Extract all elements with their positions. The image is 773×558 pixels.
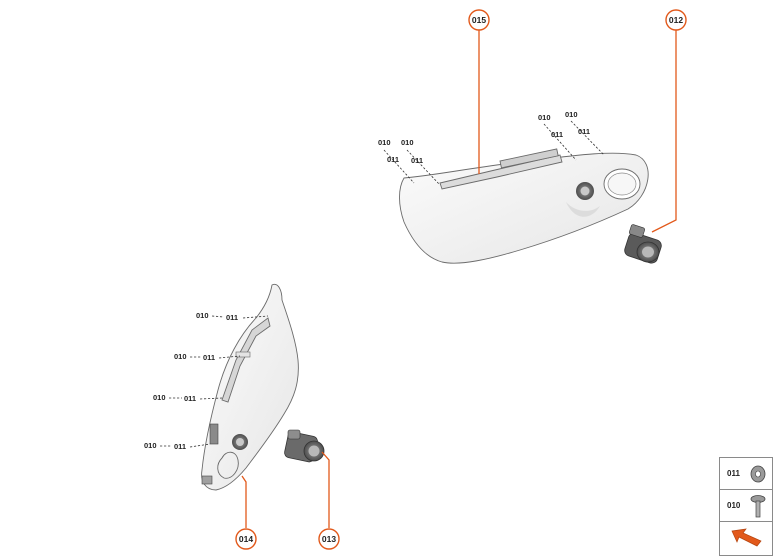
svg-text:013: 013 [322, 534, 336, 544]
legend-label-010: 010 [727, 501, 741, 510]
lower-bumper-panel [201, 283, 299, 491]
svg-text:010: 010 [153, 393, 166, 402]
parking-sensor-013 [284, 429, 325, 463]
lower-fastener-refs: 010 011 010 011 010 011 010 011 [144, 311, 269, 451]
legend-row-bolt: 010 [720, 490, 772, 522]
legend-row-washer: 011 [720, 458, 772, 490]
svg-text:010: 010 [144, 441, 157, 450]
svg-text:010: 010 [538, 113, 551, 122]
svg-text:010: 010 [565, 110, 578, 119]
arrow-direction-icon [731, 528, 762, 547]
leader-014 [241, 475, 247, 528]
svg-text:011: 011 [411, 156, 423, 165]
legend-label-011: 011 [727, 469, 740, 478]
washer-icon [750, 465, 766, 483]
svg-text:012: 012 [669, 15, 683, 25]
svg-text:010: 010 [174, 352, 187, 361]
callout-014[interactable]: 014 [235, 528, 257, 550]
svg-text:011: 011 [226, 313, 238, 322]
callout-013[interactable]: 013 [318, 528, 340, 550]
legend-row-direction [720, 522, 772, 553]
svg-text:011: 011 [174, 442, 186, 451]
bolt-icon [750, 495, 766, 518]
fastener-legend: 011 010 [719, 457, 773, 556]
parking-sensor-012 [624, 224, 662, 264]
svg-text:011: 011 [203, 353, 215, 362]
leader-012 [651, 30, 677, 233]
upper-fastener-refs: 010 010 011 011 010 010 011 011 [378, 110, 605, 186]
svg-text:010: 010 [378, 138, 391, 147]
upper-bumper-panel [399, 148, 649, 264]
svg-text:010: 010 [401, 138, 414, 147]
svg-text:015: 015 [472, 15, 486, 25]
svg-text:011: 011 [551, 130, 563, 139]
svg-text:010: 010 [196, 311, 209, 320]
callout-012[interactable]: 012 [665, 9, 687, 31]
callout-015[interactable]: 015 [468, 9, 490, 31]
svg-text:011: 011 [578, 127, 590, 136]
svg-text:014: 014 [239, 534, 253, 544]
leader-013 [321, 451, 330, 528]
svg-text:011: 011 [184, 394, 196, 403]
